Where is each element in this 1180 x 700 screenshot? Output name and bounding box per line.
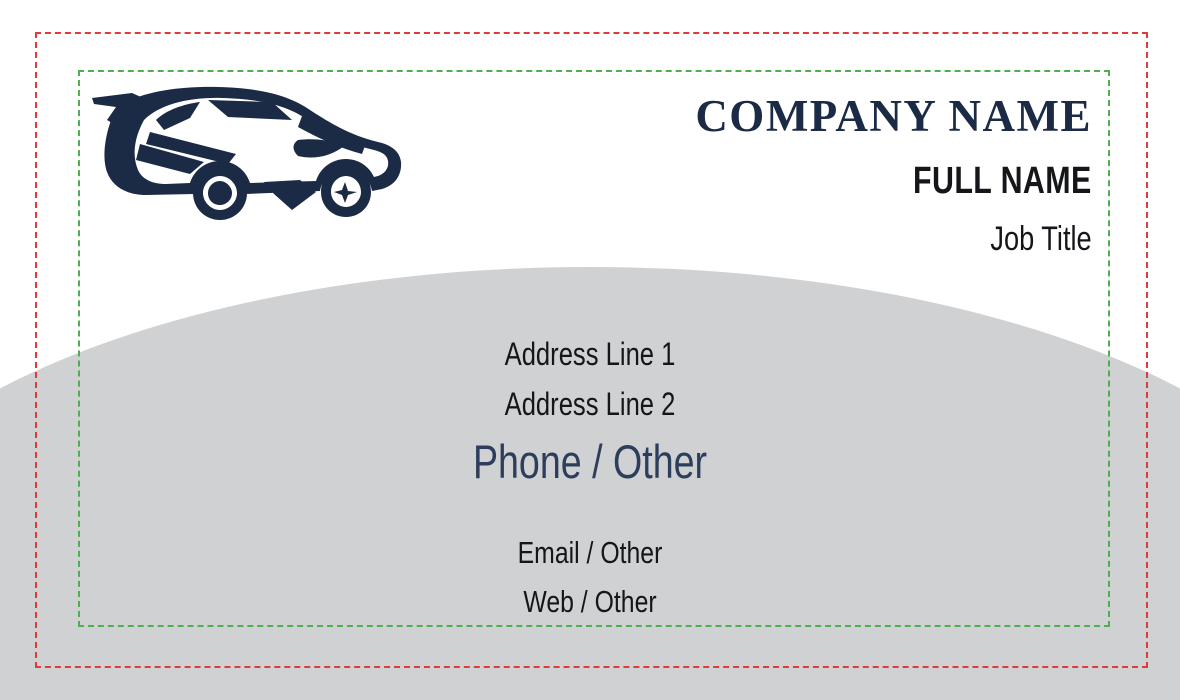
contact-details: Address Line 1 Address Line 2 Phone / Ot…: [0, 338, 1180, 617]
web-address[interactable]: Web / Other: [523, 584, 657, 619]
address-group: Address Line 1 Address Line 2: [0, 338, 1180, 420]
online-group: Email / Other Web / Other: [0, 537, 1180, 617]
address-line-1[interactable]: Address Line 1: [504, 336, 676, 372]
job-title[interactable]: Job Title: [990, 220, 1092, 258]
sports-car-logo[interactable]: [86, 82, 406, 242]
full-name[interactable]: FULL NAME: [913, 160, 1092, 202]
phone-number[interactable]: Phone / Other: [472, 435, 708, 488]
card-header: COMPANY NAME FULL NAME Job Title: [695, 91, 1092, 258]
company-name[interactable]: COMPANY NAME: [695, 91, 1092, 141]
phone-group: Phone / Other: [0, 438, 1180, 485]
address-line-2[interactable]: Address Line 2: [504, 386, 676, 422]
email-address[interactable]: Email / Other: [517, 535, 663, 570]
